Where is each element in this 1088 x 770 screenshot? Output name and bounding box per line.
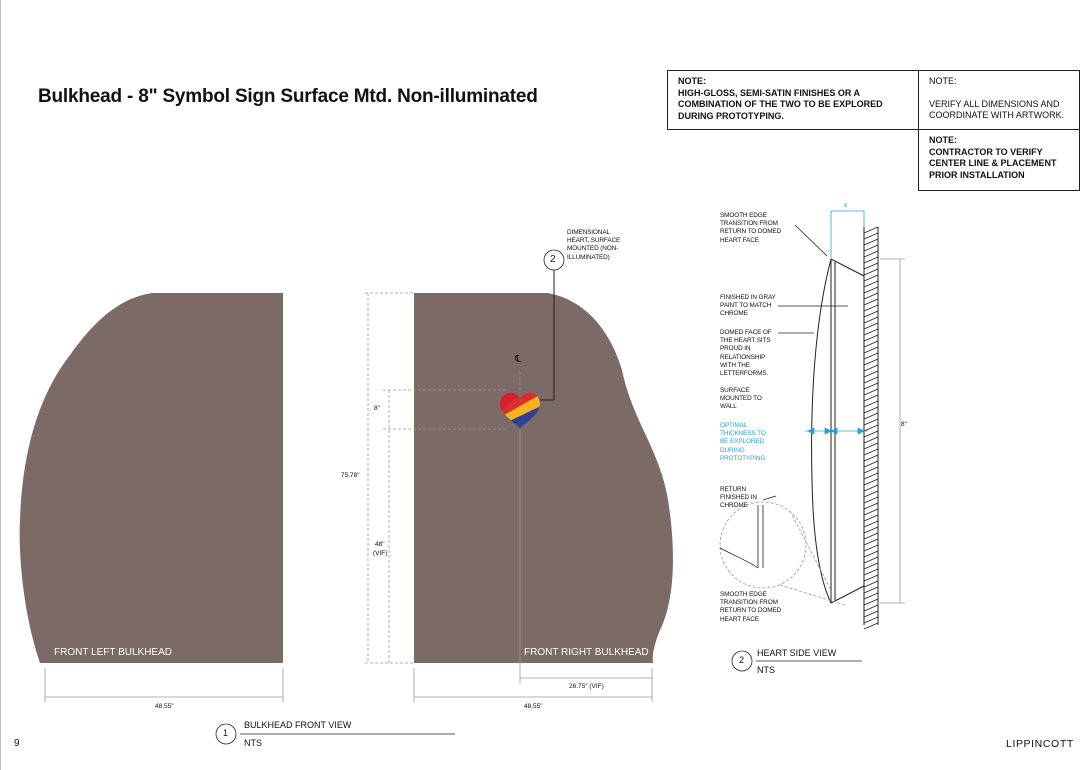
dim-total-height (365, 292, 414, 664)
caption-1-title: BULKHEAD FRONT VIEW (244, 720, 352, 730)
caption-1-number: 1 (223, 728, 229, 738)
note-finish-label: NOTE: (678, 76, 706, 86)
dim-heart-label: 8" (374, 405, 380, 412)
side-note-6: RETURN FINISHED IN CHROME (720, 486, 757, 510)
front-left-bulkhead-shape (19, 293, 283, 663)
caption-2-title: HEART SIDE VIEW (757, 648, 837, 658)
dim-48-label: 48" (375, 541, 385, 548)
note-contractor-text: CONTRACTOR TO VERIFY CENTER LINE & PLACE… (929, 146, 1057, 180)
note-finish-text: HIGH-GLOSS, SEMI-SATIN FINISHES OR A COM… (678, 87, 883, 121)
caption-2-circle (731, 650, 753, 672)
note-verify-text: VERIFY ALL DIMENSIONS AND COORDINATE WIT… (929, 98, 1065, 121)
detail-content (719, 495, 777, 569)
wall-hatch (863, 226, 879, 630)
dim-total-label: 75.78" (341, 472, 360, 479)
side-height-label: 8" (901, 421, 907, 428)
caption-2-scale: NTS (757, 665, 775, 675)
page-edge (0, 0, 1, 770)
dim-right-width (413, 668, 653, 702)
dim-48-note: (VIF) (373, 550, 388, 557)
dim-left-width (44, 668, 284, 702)
side-note-7: SMOOTH EDGE TRANSITION FROM RETURN TO DO… (720, 591, 782, 623)
callout-number: 2 (550, 254, 556, 265)
dim-right-offset (519, 430, 652, 684)
dim-right-width-label: 48.55" (524, 703, 543, 710)
dim-left-width-label: 48.55" (155, 703, 174, 710)
dim-heart-height (383, 389, 505, 663)
side-note-2: FINISHED IN GRAY PAINT TO MATCH CHROME (720, 294, 776, 318)
note-contractor-label: NOTE: (929, 135, 957, 145)
page-number: 9 (14, 738, 20, 749)
thickness-arrows (805, 427, 868, 435)
callout-circle (543, 249, 565, 271)
side-note-1: SMOOTH EDGE TRANSITION FROM RETURN TO DO… (720, 212, 782, 244)
note-verify-label: NOTE: (929, 76, 957, 86)
dim-right-offset-label: 26.75" (VIF) (569, 683, 604, 690)
caption-2-number: 2 (739, 655, 745, 665)
note-contractor-box: NOTE: CONTRACTOR TO VERIFY CENTER LINE &… (918, 129, 1080, 191)
centerline-symbol: ℄ (515, 354, 522, 365)
front-left-label: FRONT LEFT BULKHEAD (54, 647, 172, 658)
dim-side-height (880, 258, 905, 604)
brand-logo: LIPPINCOTT (1006, 738, 1074, 750)
side-x-label: x (844, 202, 848, 209)
dim-x (830, 210, 865, 258)
front-right-bulkhead-shape (414, 293, 673, 663)
detail-circle (719, 501, 846, 606)
front-right-label: FRONT RIGHT BULKHEAD (524, 647, 649, 658)
caption-1-scale: NTS (244, 738, 262, 748)
callout-leader (540, 270, 555, 401)
side-note-4: SURFACE MOUNTED TO WALL (720, 387, 762, 411)
side-note-5: OPTIMAL THICKNESS TO BE EXPLORED DURING … (720, 422, 766, 462)
page-title: Bulkhead - 8" Symbol Sign Surface Mtd. N… (38, 86, 538, 107)
callout-text: DIMENSIONAL HEART, SURFACE MOUNTED (NON-… (567, 229, 621, 261)
side-leaders (778, 224, 848, 334)
caption-1-circle (215, 723, 237, 745)
side-note-3: DOMED FACE OF THE HEART SITS PROUD IN RE… (720, 329, 772, 378)
